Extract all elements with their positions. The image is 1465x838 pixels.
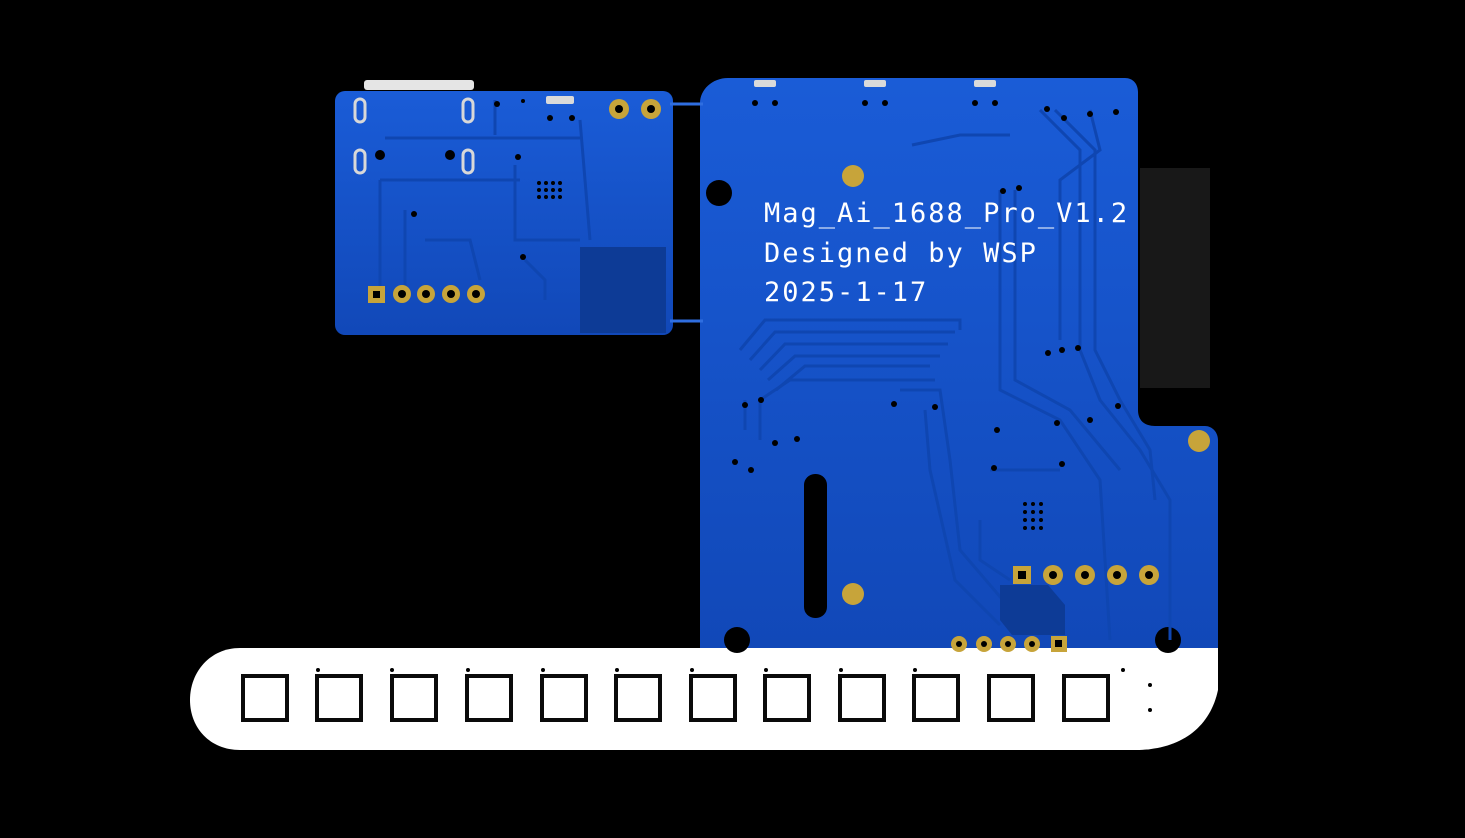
strip-vias bbox=[316, 668, 1152, 712]
led-2 bbox=[315, 674, 363, 722]
via-grid-right bbox=[1023, 502, 1043, 530]
right-header bbox=[1013, 565, 1159, 585]
led-7 bbox=[689, 674, 737, 722]
led-4 bbox=[465, 674, 513, 722]
usb-c-connector bbox=[364, 80, 474, 90]
bottom-header bbox=[951, 636, 1067, 652]
trace-layer bbox=[738, 108, 1172, 641]
silkscreen-designer: Designed by WSP bbox=[764, 238, 1038, 269]
board-slot bbox=[804, 474, 827, 618]
led-6 bbox=[614, 674, 662, 722]
trace-copper-block bbox=[1000, 585, 1065, 635]
left-header bbox=[368, 285, 485, 303]
led-12 bbox=[1062, 674, 1110, 722]
led-3 bbox=[390, 674, 438, 722]
side-connector bbox=[1140, 168, 1210, 388]
usb-pads bbox=[353, 97, 475, 175]
led-1 bbox=[241, 674, 289, 722]
top-buttons bbox=[546, 80, 996, 104]
gold-fiducials bbox=[842, 165, 1210, 605]
led-11 bbox=[987, 674, 1035, 722]
led-row bbox=[241, 674, 1110, 722]
main-pcb bbox=[700, 78, 1218, 648]
left-top-pads bbox=[609, 99, 661, 119]
left-copper-pour bbox=[580, 247, 666, 333]
via-dots bbox=[375, 99, 1121, 473]
led-10 bbox=[912, 674, 960, 722]
mounting-holes bbox=[706, 180, 1181, 653]
silkscreen-board-name: Mag_Ai_1688_Pro_V1.2 bbox=[764, 198, 1129, 229]
led-8 bbox=[763, 674, 811, 722]
left-trace-layer bbox=[378, 100, 592, 300]
via-grid-left bbox=[537, 181, 562, 199]
led-9 bbox=[838, 674, 886, 722]
led-5 bbox=[540, 674, 588, 722]
silkscreen-date: 2025-1-17 bbox=[764, 277, 928, 308]
